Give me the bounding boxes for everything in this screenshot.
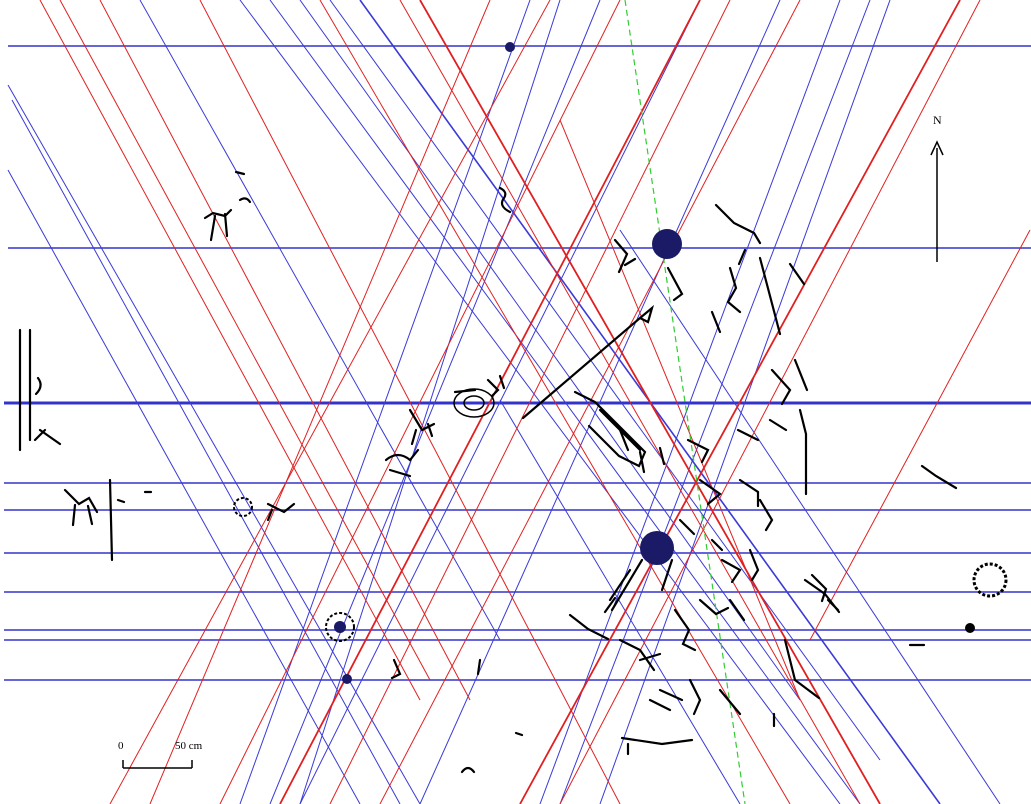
figure-left-small <box>143 490 296 522</box>
red-line <box>519 0 961 804</box>
red-line <box>39 0 421 701</box>
figure-club <box>610 558 644 612</box>
figure-left-animal <box>63 478 126 562</box>
figure-lower-mid <box>568 568 684 702</box>
red-line <box>99 0 471 701</box>
red-line <box>199 0 621 804</box>
scale-bar-end-label: 50 cm <box>175 740 203 752</box>
marker-top <box>505 42 515 52</box>
blue-alignment-lines <box>7 0 1001 804</box>
red-line <box>109 0 551 804</box>
blue-line <box>539 0 841 804</box>
blue-line <box>299 0 561 804</box>
figure-lower-right <box>673 578 841 700</box>
figure-top-left <box>203 170 252 242</box>
blue-line <box>559 0 871 804</box>
marker-ring-center <box>334 621 346 633</box>
red-line <box>279 0 701 804</box>
marker-large-disc <box>640 531 674 565</box>
north-arrow <box>930 140 944 262</box>
marker-sun <box>233 497 253 517</box>
blue-line <box>269 0 601 804</box>
blue-line <box>139 0 501 641</box>
blue-line <box>239 0 841 804</box>
red-line <box>329 0 731 804</box>
blue-line <box>7 169 361 804</box>
red-line <box>319 0 791 804</box>
figure-right-cluster-2 <box>710 248 806 336</box>
red-line <box>419 0 881 804</box>
blue-line <box>599 0 891 804</box>
red-line <box>559 119 801 701</box>
blue-line <box>499 399 741 804</box>
figure-left-column <box>18 328 62 452</box>
horizontal-reference-lines <box>4 45 1031 681</box>
figure-lower-centre <box>660 518 760 592</box>
figure-far-right <box>810 464 958 647</box>
blue-line <box>299 0 701 804</box>
blue-line <box>299 0 801 701</box>
figure-ship-upper <box>573 390 647 474</box>
marker-large-disc <box>652 229 682 259</box>
figure-right-cluster-3 <box>736 358 809 496</box>
scale-bar <box>122 760 193 769</box>
figure-top-middle <box>498 186 512 214</box>
blue-line <box>419 0 781 804</box>
north-arrow-head <box>930 140 944 156</box>
north-label: N <box>933 113 942 127</box>
figure-bottom-boats <box>620 678 742 756</box>
red-line <box>219 0 621 804</box>
marker-dot-right <box>965 623 975 633</box>
red-line <box>559 0 981 804</box>
petroglyph-figures <box>18 170 958 774</box>
marker-ring-right <box>972 562 1008 598</box>
scale-bar-start-label: 0 <box>118 740 124 752</box>
figure-spear <box>521 304 655 420</box>
blue-line <box>239 0 531 804</box>
blue-line <box>329 0 881 761</box>
blue-line <box>619 229 1001 804</box>
figure-bottom-small <box>390 658 776 774</box>
blue-line <box>11 99 401 804</box>
green-dashed-axis <box>624 0 746 804</box>
marker-spiral-inner <box>463 395 485 411</box>
figure-centre-left <box>384 408 436 478</box>
figure-right-cluster-1 <box>613 203 762 302</box>
marker-small <box>342 674 352 684</box>
red-line <box>59 0 431 681</box>
marker-ring <box>325 612 355 642</box>
red-line <box>379 0 801 804</box>
blue-line <box>7 84 421 804</box>
red-alignment-lines <box>39 0 1031 804</box>
figure-centre-cluster <box>658 438 774 532</box>
figure-trident <box>453 374 506 398</box>
blue-line <box>269 0 861 804</box>
red-line <box>149 0 491 804</box>
target-markers <box>233 42 1008 684</box>
red-line <box>809 229 1031 641</box>
